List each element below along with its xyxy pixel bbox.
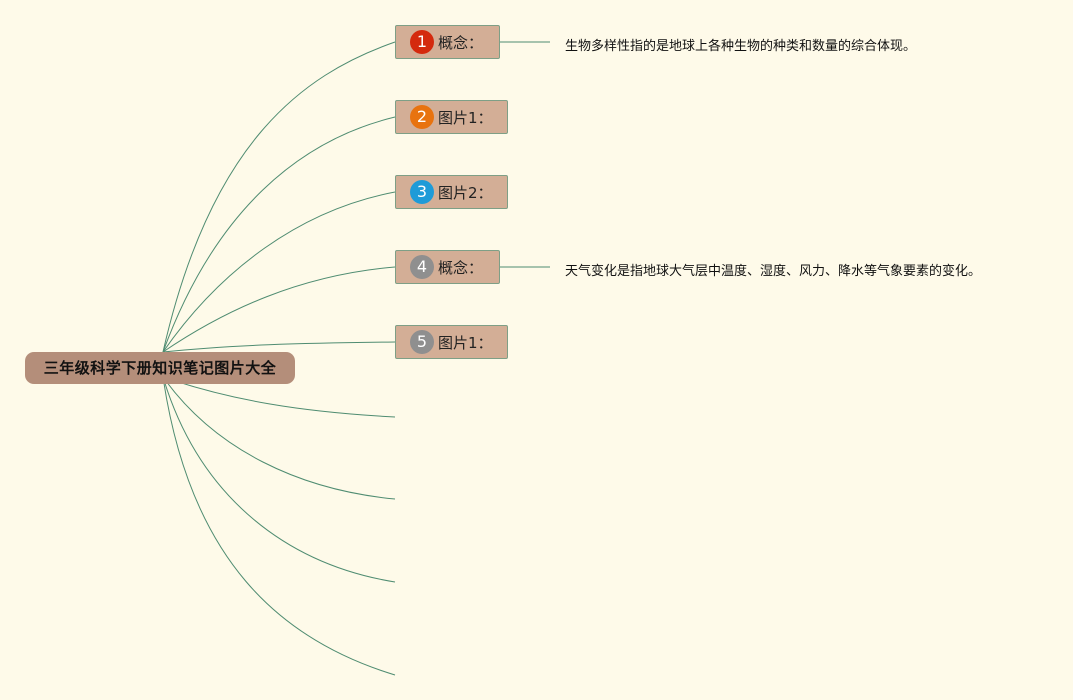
connector-empty-3 (162, 376, 396, 583)
connector-branch-2 (162, 116, 396, 353)
connector-empty-4 (162, 376, 396, 676)
priority-2-icon: 2 (410, 105, 434, 129)
branch-node-5[interactable]: 5 图片1： (395, 325, 508, 359)
priority-4-icon: 4 (410, 255, 434, 279)
connector-branch-4 (162, 266, 396, 353)
connector-branch-3 (162, 191, 396, 353)
connector-branch-1 (162, 41, 396, 353)
branch-label: 概念： (438, 258, 484, 277)
branch-label: 图片2： (438, 183, 493, 202)
detail-text-4[interactable]: 天气变化是指地球大气层中温度、湿度、风力、降水等气象要素的变化。 (565, 264, 982, 279)
root-topic[interactable]: 三年级科学下册知识笔记图片大全 (25, 352, 295, 384)
connector-empty-2 (162, 376, 396, 500)
branch-label: 图片1： (438, 333, 493, 352)
priority-1-icon: 1 (410, 30, 434, 54)
connector-empty-1 (162, 376, 396, 418)
branch-node-4[interactable]: 4 概念： (395, 250, 500, 284)
branch-node-3[interactable]: 3 图片2： (395, 175, 508, 209)
priority-5-icon: 5 (410, 330, 434, 354)
branch-node-1[interactable]: 1 概念： (395, 25, 500, 59)
branch-node-2[interactable]: 2 图片1： (395, 100, 508, 134)
branch-label: 概念： (438, 33, 484, 52)
connector-branch-5 (162, 341, 396, 353)
detail-text-1[interactable]: 生物多样性指的是地球上各种生物的种类和数量的综合体现。 (565, 39, 917, 54)
branch-label: 图片1： (438, 108, 493, 127)
priority-3-icon: 3 (410, 180, 434, 204)
